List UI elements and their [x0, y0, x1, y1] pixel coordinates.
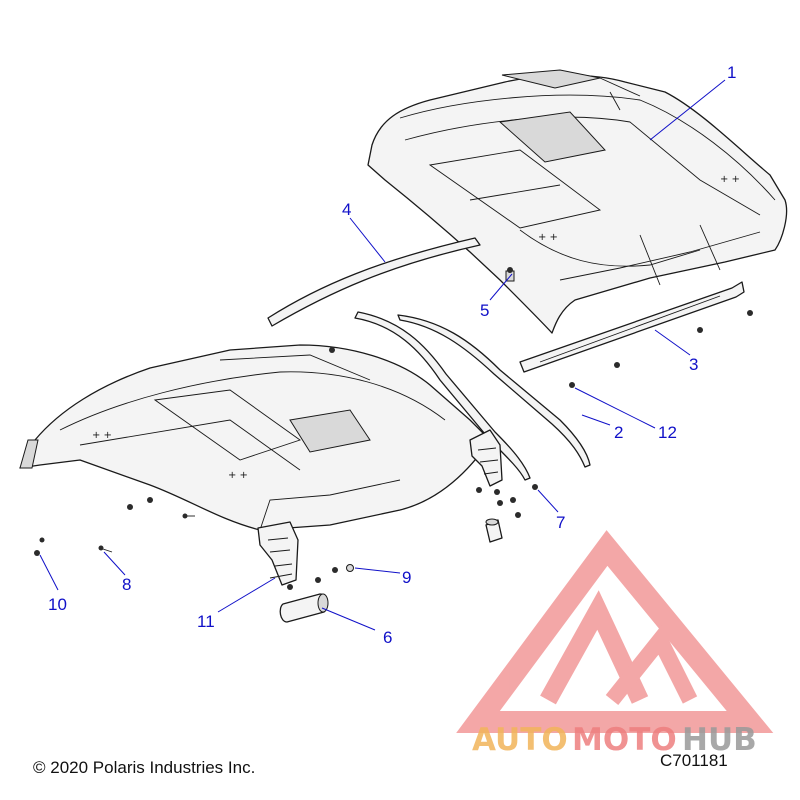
svg-text:+ +: + + — [538, 232, 558, 243]
callout-2: 2 — [614, 423, 623, 442]
left-mount-bracket — [257, 521, 299, 586]
callout-8: 8 — [122, 575, 131, 594]
callout-9: 9 — [402, 568, 411, 587]
watermark-moto: MOTO — [572, 722, 677, 758]
bushing-part-7 — [485, 518, 503, 543]
rear-trim-strip — [519, 281, 745, 373]
watermark-auto: AUTO — [472, 722, 568, 758]
svg-text:+ +: + + — [720, 174, 740, 185]
front-weatherstrip — [267, 237, 481, 327]
svg-text:+ +: + + — [228, 470, 248, 481]
upper-roof-panel: + + + + — [367, 69, 788, 334]
callout-12: 12 — [658, 423, 677, 442]
callout-1: 1 — [727, 63, 736, 82]
watermark-hub: HUB — [682, 722, 757, 758]
callout-7: 7 — [556, 513, 565, 532]
callout-3: 3 — [689, 355, 698, 374]
watermark-wordmark: AUTO MOTO HUB — [472, 722, 757, 758]
callout-4: 4 — [342, 200, 351, 219]
callout-10: 10 — [48, 595, 67, 614]
diagram-code: C701181 — [660, 751, 728, 770]
copyright-text: © 2020 Polaris Industries Inc. — [33, 758, 255, 777]
watermark-logo — [456, 530, 774, 733]
right-mount-bracket — [469, 429, 503, 487]
callout-labels: 1 2 3 4 5 6 7 8 9 10 11 12 — [48, 63, 736, 647]
roof-seal-pair — [354, 311, 591, 481]
callout-5: 5 — [480, 301, 489, 320]
callout-11: 11 — [197, 612, 215, 631]
fasteners — [34, 310, 753, 590]
bushing-part-6 — [279, 593, 329, 623]
svg-text:+ +: + + — [92, 430, 112, 441]
lower-roof-panel: + + + + — [19, 344, 491, 531]
callout-6: 6 — [383, 628, 392, 647]
leader-lines — [39, 79, 726, 631]
